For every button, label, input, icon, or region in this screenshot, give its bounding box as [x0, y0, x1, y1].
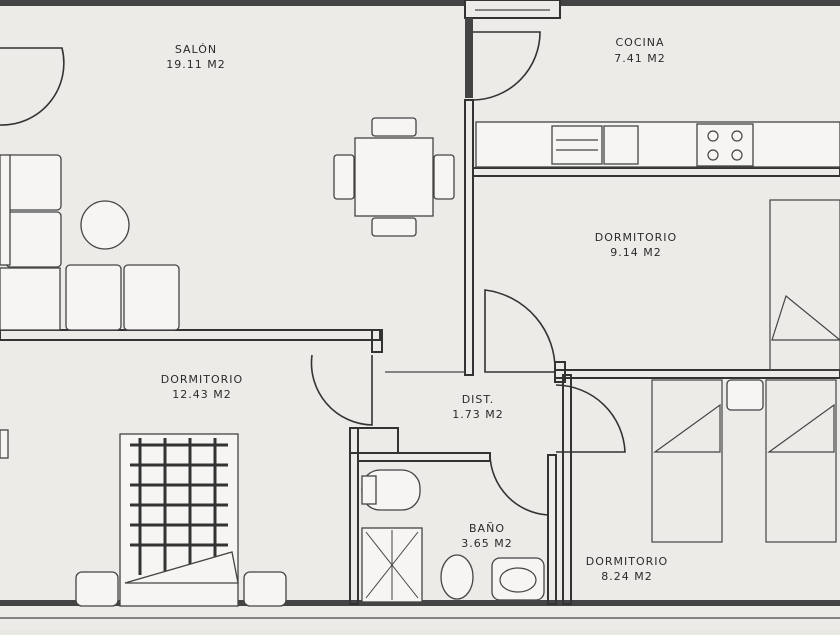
living-bedroom-wall [0, 329, 381, 341]
chair-bottom [371, 217, 417, 237]
sofa-seat-2 [5, 211, 62, 268]
sofa-seat-1 [5, 154, 62, 211]
kitchen-bedroom-wall [472, 167, 840, 177]
kitchen-appliance [551, 125, 603, 165]
chair-left [333, 154, 355, 200]
kitchen-partition-upper [465, 18, 473, 98]
walls [0, 0, 840, 619]
bed-right-fold [767, 403, 835, 453]
living-room-furniture [0, 117, 455, 331]
burner-4 [731, 149, 743, 161]
bathroom-wall-top [357, 452, 491, 462]
chair-right [433, 154, 455, 200]
living-bedroom-wall-return [371, 329, 383, 353]
bed-frame-left [651, 379, 723, 543]
nightstand-left [75, 571, 119, 607]
cocina-area: 7.41 M2 [614, 52, 665, 65]
toilet-tank [361, 475, 377, 505]
burner-1 [707, 130, 719, 142]
burner-3 [707, 149, 719, 161]
dormitorio1-name: DORMITORIO [595, 231, 677, 244]
wall-fixture [0, 429, 9, 459]
nightstand-center [726, 379, 764, 411]
bathroom-fixtures [361, 469, 545, 603]
bidet [440, 554, 474, 600]
dormitorio1-area: 9.14 M2 [610, 246, 661, 259]
bathroom-door [489, 454, 549, 516]
dist-area: 1.73 M2 [452, 408, 503, 421]
room-labels: SALÓN 19.11 M2 COCINA 7.41 M2 DORMITORIO… [161, 36, 677, 583]
bed-left-fold [653, 403, 721, 453]
bedroom3-door [555, 384, 626, 453]
bedroom-bedroom-wall [554, 369, 840, 379]
bathroom-wall-left [349, 427, 359, 605]
doors [0, 31, 626, 516]
kitchen-cooktop [696, 123, 754, 167]
sofa-corner [0, 267, 61, 331]
bedroom2-furniture [0, 429, 287, 607]
armchair-2 [123, 264, 180, 331]
bedroom2-door [310, 354, 373, 426]
bedroom1-door [484, 289, 556, 373]
bedroom3-furniture [653, 379, 835, 453]
washbasin [491, 557, 545, 601]
kitchen-door [472, 31, 541, 101]
kitchen-furniture [475, 121, 840, 168]
bed-frame-right [765, 379, 837, 543]
armchair-1 [65, 264, 122, 331]
bedroom3-wall-left [562, 374, 572, 605]
sofa-back [0, 154, 11, 266]
wardrobe-frame [769, 199, 840, 371]
salon-name: SALÓN [175, 43, 217, 56]
chair-top [371, 117, 417, 137]
dormitorio2-area: 12.43 M2 [172, 388, 231, 401]
top-wall-right [560, 0, 840, 6]
kitchen-sink [603, 125, 639, 165]
kitchen-partition-lower [464, 99, 474, 376]
bathroom-wall-right [547, 454, 557, 605]
bano-name: BAÑO [469, 522, 505, 535]
dining-table [354, 137, 434, 217]
top-wall-left [0, 0, 465, 6]
dormitorio3-area: 8.24 M2 [601, 570, 652, 583]
bedroom1-furniture [771, 294, 840, 341]
side-table [80, 200, 130, 250]
cocina-name: COCINA [615, 36, 664, 49]
washbasin-bowl [499, 567, 537, 593]
bed1-fold [771, 294, 840, 341]
salon-area: 19.11 M2 [166, 58, 225, 71]
bottom-wall [0, 600, 840, 606]
dormitorio2-name: DORMITORIO [161, 373, 243, 386]
living-door [0, 47, 65, 126]
bano-area: 3.65 M2 [461, 537, 512, 550]
kitchen-counter [475, 121, 840, 168]
bed-fold [124, 551, 239, 584]
dormitorio3-name: DORMITORIO [586, 555, 668, 568]
nightstand-right [243, 571, 287, 607]
dist-name: DIST. [462, 393, 495, 406]
top-window [464, 0, 561, 19]
burner-2 [731, 130, 743, 142]
